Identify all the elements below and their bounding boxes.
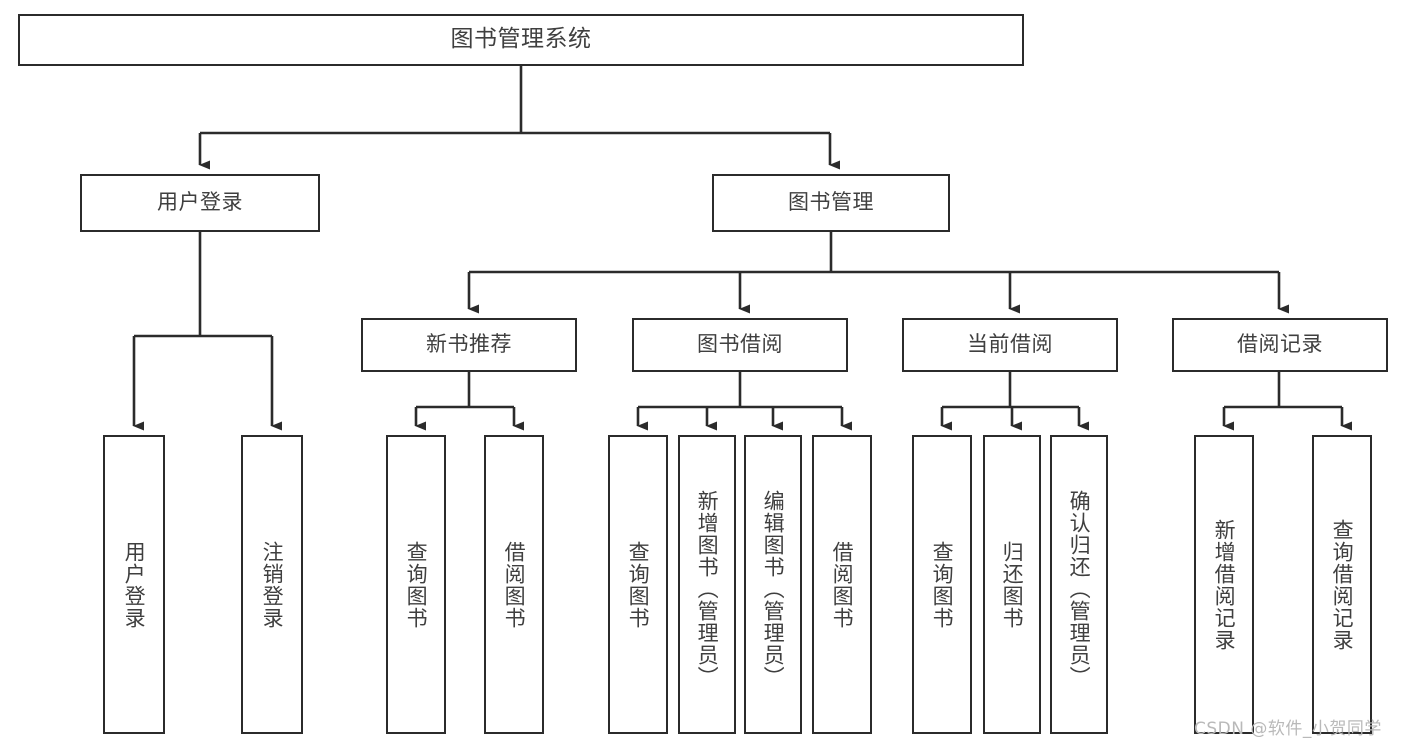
node-label: 图书管理: [788, 190, 874, 215]
node-new-book-rec[interactable]: 新书推荐: [361, 318, 577, 372]
node-leaf-confirm-return[interactable]: 确认归还（管理员）: [1050, 435, 1108, 734]
node-label: 借阅图书: [830, 540, 855, 629]
node-label: 归还图书: [1000, 540, 1025, 629]
node-label: 查询图书: [626, 540, 651, 629]
node-leaf-query-book-1[interactable]: 查询图书: [386, 435, 446, 734]
node-label: 新增借阅记录: [1212, 518, 1237, 651]
node-label: 借阅记录: [1237, 332, 1323, 357]
node-leaf-logout[interactable]: 注销登录: [241, 435, 303, 734]
node-label: 图书借阅: [697, 332, 783, 357]
node-label: 新书推荐: [426, 332, 512, 357]
node-leaf-user-login[interactable]: 用户登录: [103, 435, 165, 734]
node-leaf-return-book[interactable]: 归还图书: [983, 435, 1041, 734]
node-label: 确认归还（管理员）: [1067, 489, 1092, 688]
node-current-borrow[interactable]: 当前借阅: [902, 318, 1118, 372]
node-leaf-query-book-3[interactable]: 查询图书: [912, 435, 972, 734]
node-leaf-borrow-book-1[interactable]: 借阅图书: [484, 435, 544, 734]
node-label: 查询借阅记录: [1330, 518, 1355, 651]
node-label: 借阅图书: [502, 540, 527, 629]
node-book-management-system[interactable]: 图书管理系统: [18, 14, 1024, 66]
node-book-borrow[interactable]: 图书借阅: [632, 318, 848, 372]
node-user-login[interactable]: 用户登录: [80, 174, 320, 232]
node-label: 图书管理系统: [450, 26, 592, 53]
node-label: 当前借阅: [967, 332, 1053, 357]
node-leaf-edit-book[interactable]: 编辑图书（管理员）: [744, 435, 802, 734]
node-book-manage[interactable]: 图书管理: [712, 174, 950, 232]
csdn-watermark: CSDN @软件_小贺同学: [1194, 719, 1382, 739]
node-leaf-borrow-book-2[interactable]: 借阅图书: [812, 435, 872, 734]
node-label: 编辑图书（管理员）: [761, 489, 786, 688]
node-label: 注销登录: [260, 540, 285, 629]
node-borrow-record[interactable]: 借阅记录: [1172, 318, 1388, 372]
node-leaf-query-record[interactable]: 查询借阅记录: [1312, 435, 1372, 734]
node-label: 新增图书（管理员）: [695, 489, 720, 688]
node-label: 用户登录: [122, 540, 147, 629]
node-leaf-add-record[interactable]: 新增借阅记录: [1194, 435, 1254, 734]
node-leaf-query-book-2[interactable]: 查询图书: [608, 435, 668, 734]
node-leaf-add-book[interactable]: 新增图书（管理员）: [678, 435, 736, 734]
node-label: 查询图书: [404, 540, 429, 629]
node-label: 用户登录: [157, 190, 243, 215]
node-label: 查询图书: [930, 540, 955, 629]
